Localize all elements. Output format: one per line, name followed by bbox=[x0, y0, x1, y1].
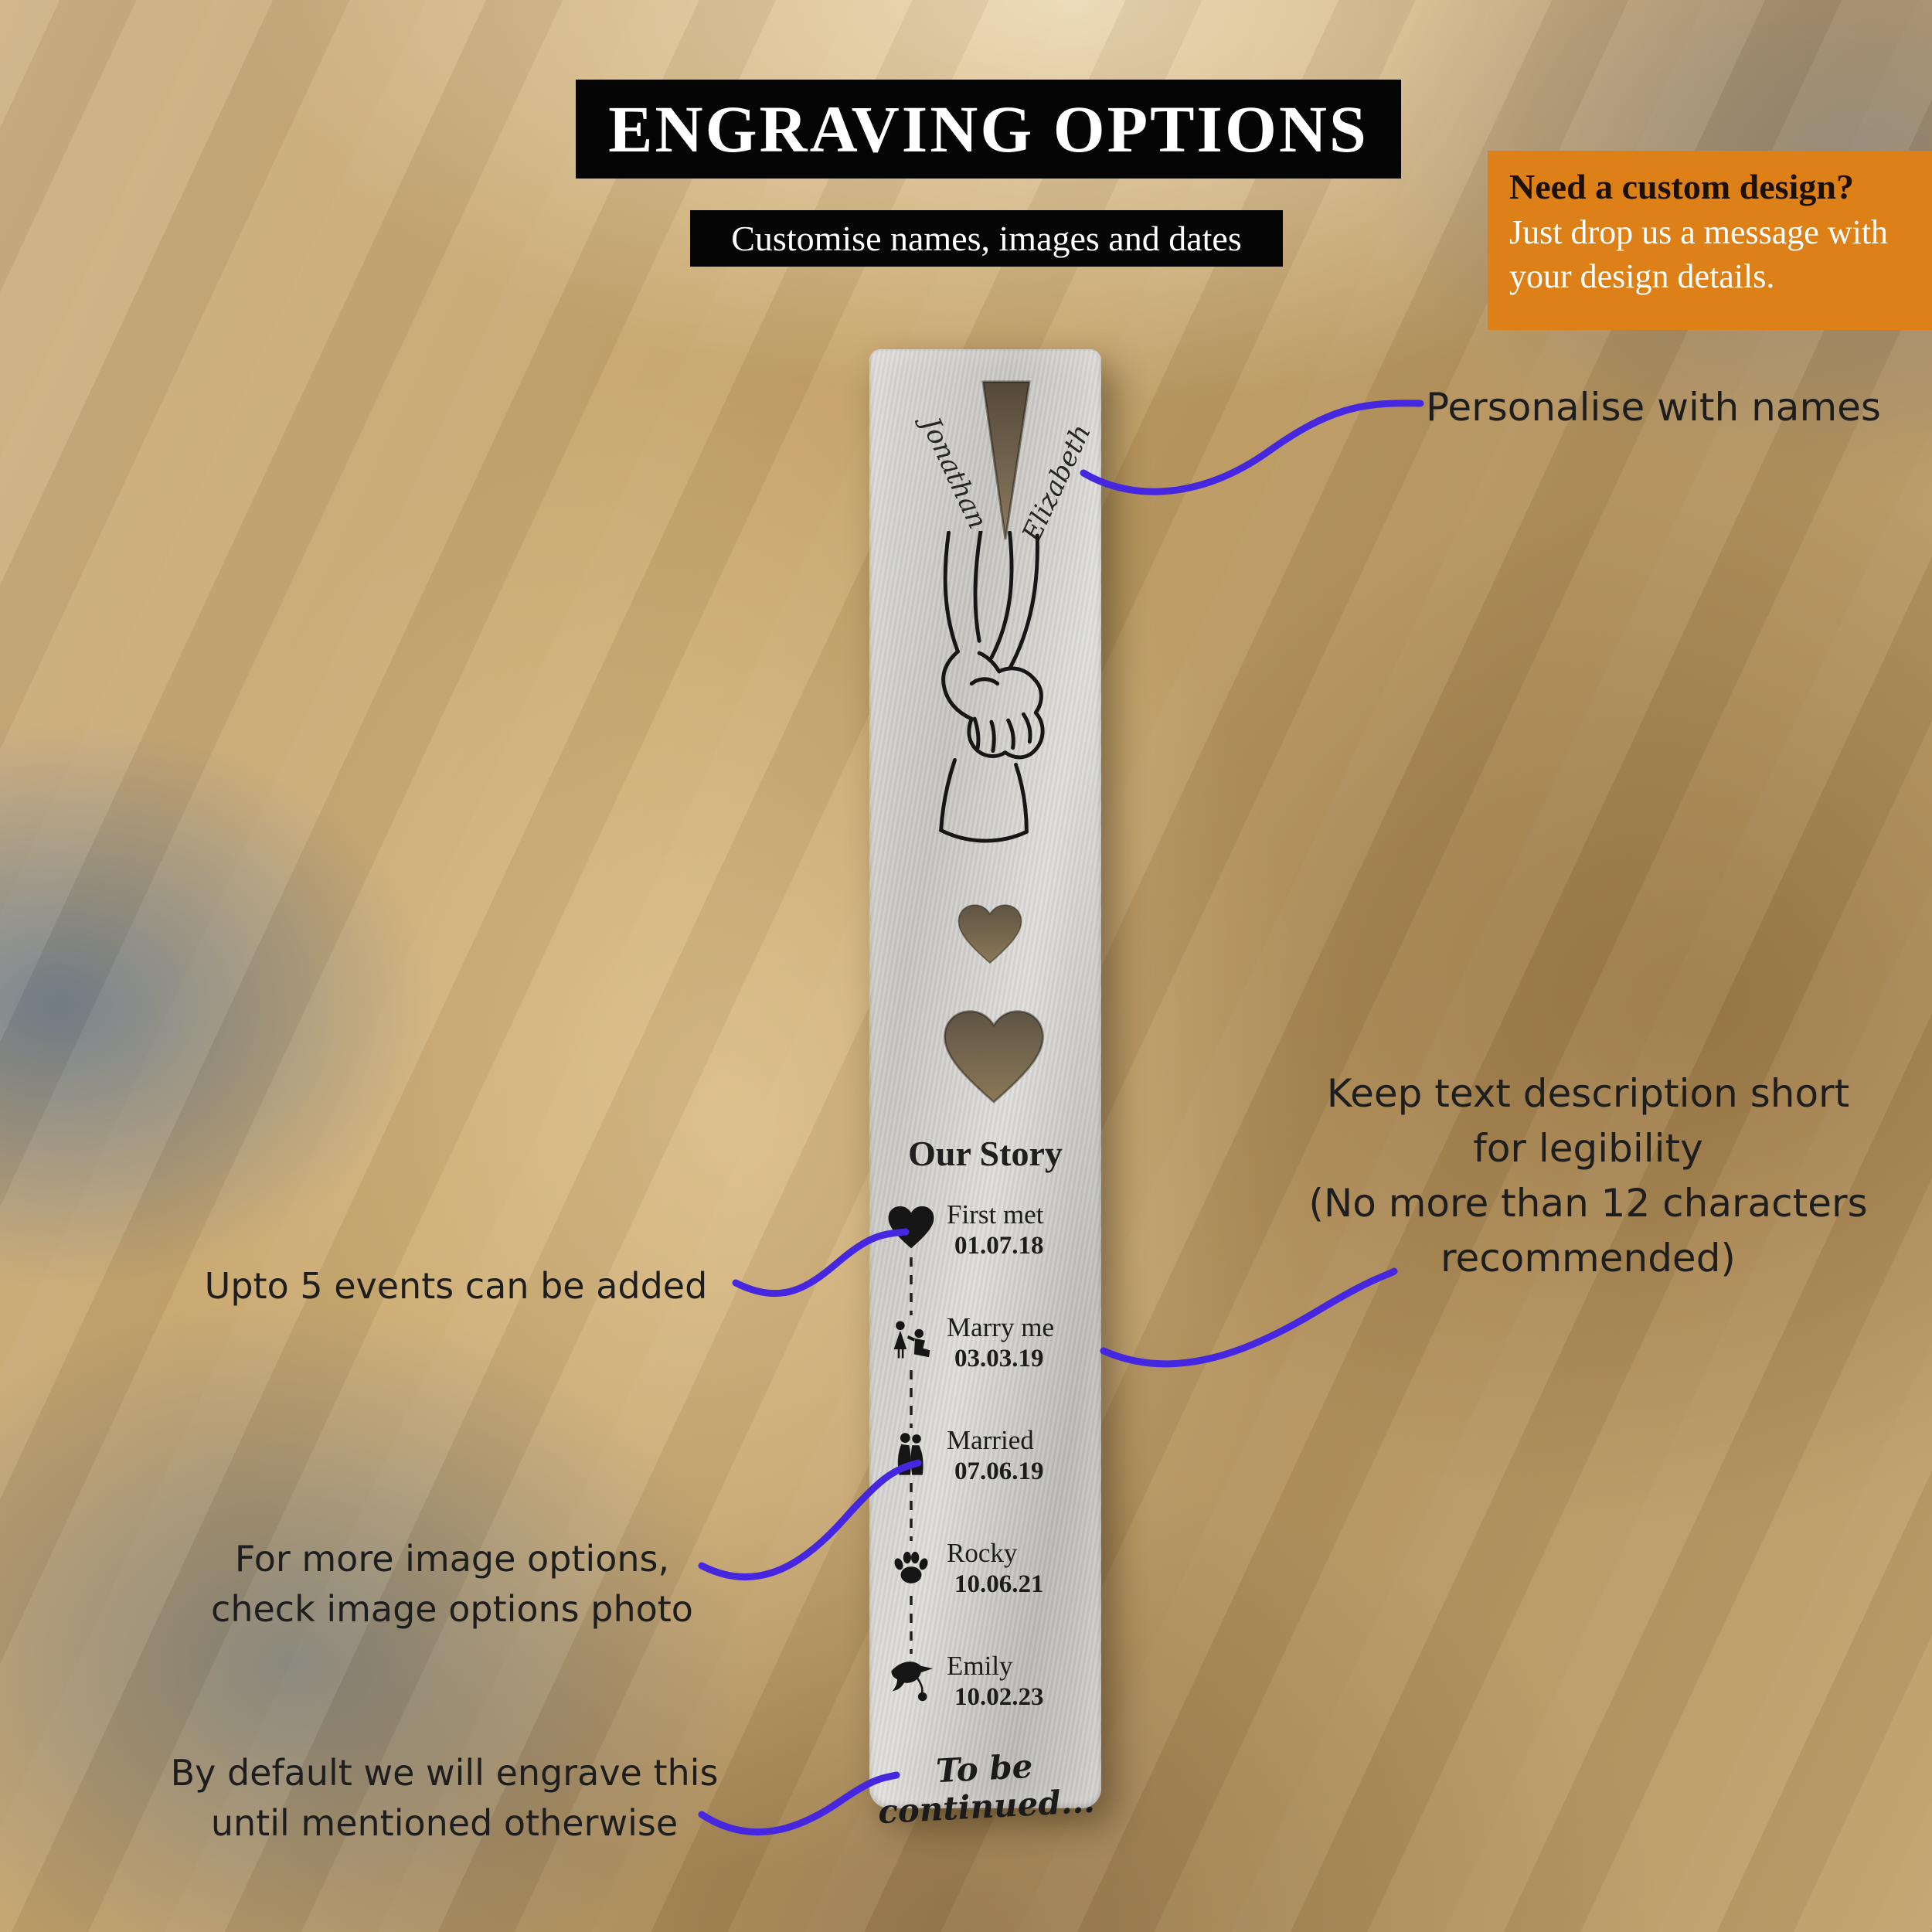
story-title: Our Story bbox=[908, 1134, 1063, 1173]
page-subtitle: Customise names, images and dates bbox=[731, 219, 1242, 258]
note-default-engraving: By default we will engrave this until me… bbox=[143, 1748, 746, 1849]
note-image-options: For more image options, check image opti… bbox=[158, 1534, 746, 1635]
event-label: Rocky bbox=[947, 1537, 1018, 1568]
note-personalise-with-names: Personalise with names bbox=[1426, 385, 1881, 430]
custom-design-body-line2: your design details. bbox=[1509, 257, 1775, 296]
timeline-event: First met 01.07.18 bbox=[879, 1173, 1092, 1286]
note-default-engraving-line2: until mentioned otherwise bbox=[210, 1802, 679, 1845]
note-legibility-line1: Keep text description short bbox=[1326, 1071, 1850, 1116]
note-image-options-line1: For more image options, bbox=[234, 1538, 670, 1580]
heart-cutout-large bbox=[944, 1010, 1044, 1104]
heart-icon bbox=[879, 1205, 944, 1254]
event-date: 01.07.18 bbox=[954, 1231, 1044, 1260]
title-banner: ENGRAVING OPTIONS bbox=[576, 80, 1401, 179]
custom-design-heading: Need a custom design? bbox=[1509, 167, 1854, 206]
timeline-event: Emily 10.02.23 bbox=[879, 1624, 1092, 1737]
event-label: Married bbox=[947, 1424, 1034, 1455]
clip-notch bbox=[981, 380, 1031, 540]
event-label: Marry me bbox=[947, 1311, 1054, 1342]
connector-personalise bbox=[1080, 400, 1424, 495]
note-image-options-line2: check image options photo bbox=[211, 1588, 693, 1631]
event-date: 10.02.23 bbox=[954, 1682, 1044, 1711]
timeline-event: Married 07.06.19 bbox=[879, 1399, 1092, 1512]
note-default-engraving-line1: By default we will engrave this bbox=[170, 1752, 719, 1794]
event-date: 03.03.19 bbox=[954, 1344, 1044, 1372]
event-label: First met bbox=[947, 1199, 1044, 1230]
note-legibility-line2: for legibility bbox=[1473, 1126, 1703, 1171]
holding-hands-illustration bbox=[939, 531, 1045, 843]
proposal-icon bbox=[879, 1318, 944, 1367]
story-timeline: First met 01.07.18 bbox=[879, 1173, 1092, 1737]
timeline-event: Rocky 10.06.21 bbox=[879, 1512, 1092, 1624]
custom-design-body-line1: Just drop us a message with bbox=[1509, 213, 1889, 251]
paw-icon bbox=[879, 1543, 944, 1593]
stork-icon bbox=[879, 1656, 944, 1706]
timeline-event: Marry me 03.03.19 bbox=[879, 1286, 1092, 1399]
event-date: 07.06.19 bbox=[954, 1457, 1044, 1485]
wedding-couple-icon bbox=[879, 1430, 944, 1480]
note-legibility: Keep text description short for legibili… bbox=[1248, 1066, 1928, 1286]
custom-design-callout: Need a custom design? Just drop us a mes… bbox=[1488, 151, 1932, 330]
page-title: ENGRAVING OPTIONS bbox=[608, 92, 1369, 166]
heart-cutout-small bbox=[957, 904, 1022, 964]
subtitle-banner: Customise names, images and dates bbox=[690, 210, 1283, 267]
note-legibility-line3: (No more than 12 characters bbox=[1308, 1181, 1868, 1226]
metal-bookmark: Jonathan Elizabeth bbox=[869, 349, 1101, 1831]
note-events-limit: Upto 5 events can be added bbox=[204, 1265, 708, 1307]
event-date: 10.06.21 bbox=[954, 1570, 1044, 1598]
note-legibility-line4: recommended) bbox=[1440, 1236, 1736, 1281]
event-label: Emily bbox=[947, 1650, 1013, 1681]
bookmark-footer-text: To be continued... bbox=[876, 1747, 1096, 1832]
